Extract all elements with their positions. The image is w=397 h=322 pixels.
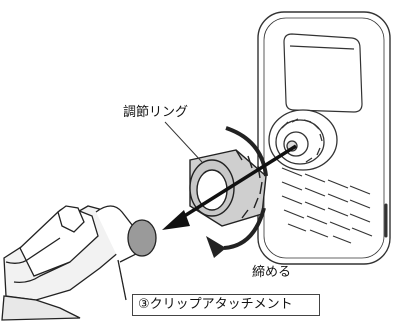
device-screen bbox=[283, 33, 363, 113]
rotate-arrow bbox=[223, 126, 268, 250]
ring-leader-line bbox=[164, 121, 203, 163]
tighten-label: 締める bbox=[252, 265, 292, 280]
direction-arrow-head bbox=[162, 210, 190, 230]
rotate-arrow-head bbox=[206, 236, 226, 258]
clip-attachment bbox=[1, 205, 157, 321]
device-speaker-grille bbox=[281, 167, 373, 244]
direction-arrow-line bbox=[177, 144, 297, 222]
adjust-ring-label: 調節リング bbox=[123, 105, 189, 120]
clip-attachment-caption: ③クリップアタッチメント bbox=[132, 294, 320, 316]
device-ball-mount bbox=[268, 109, 338, 171]
